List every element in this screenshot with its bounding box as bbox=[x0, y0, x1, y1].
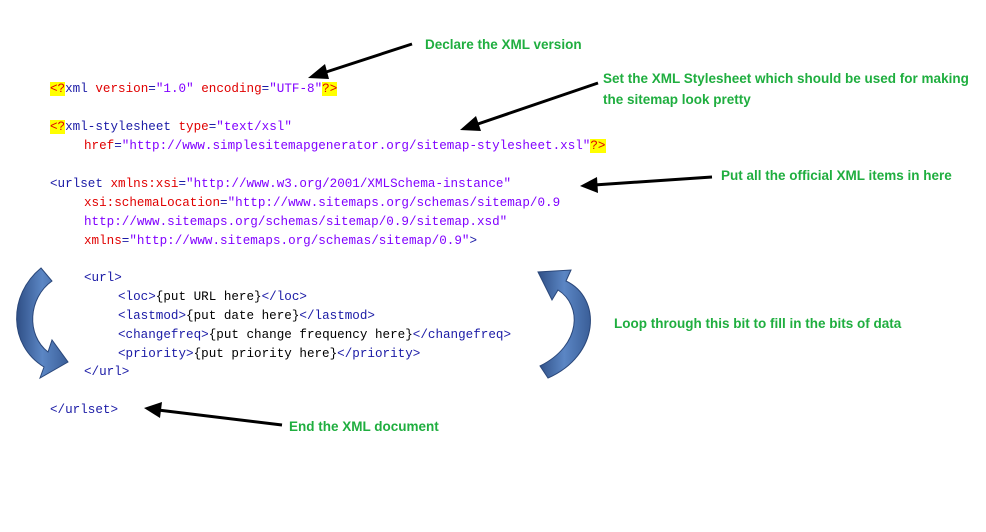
attr-schema-location: xsi:schemaLocation bbox=[84, 196, 221, 210]
loop-arrow-left bbox=[16, 267, 69, 380]
tag-priority-close: </priority> bbox=[337, 347, 421, 361]
value-xmlns: "http://www.sitemaps.org/schemas/sitemap… bbox=[129, 234, 470, 248]
code-line-schema-xsd: http://www.sitemaps.org/schemas/sitemap/… bbox=[84, 213, 507, 232]
placeholder-date: {put date here} bbox=[186, 309, 300, 323]
attr-href: href bbox=[84, 139, 115, 153]
pi-close: ?> bbox=[322, 82, 338, 96]
pi-open: <? bbox=[50, 120, 66, 134]
tag-loc-close: </loc> bbox=[261, 290, 307, 304]
code-line-xmlns: xmlns="http://www.sitemaps.org/schemas/s… bbox=[84, 232, 477, 251]
arrow-stylesheet bbox=[460, 81, 599, 131]
code-line-xml-declaration: <?xml version="1.0" encoding="UTF-8"?> bbox=[50, 80, 338, 99]
annotation-end: End the XML document bbox=[289, 419, 439, 434]
tag-changefreq-close: </changefreq> bbox=[412, 328, 512, 342]
equals: = bbox=[261, 82, 270, 96]
code-line-stylesheet-href: href="http://www.simplesitemapgenerator.… bbox=[84, 137, 606, 156]
code-line-stylesheet: <?xml-stylesheet type="text/xsl" bbox=[50, 118, 292, 137]
code-line-loc: <loc>{put URL here}</loc> bbox=[118, 288, 307, 307]
code-line-urlset-close: </urlset> bbox=[50, 401, 118, 420]
code-line-urlset-open: <urlset xmlns:xsi="http://www.w3.org/200… bbox=[50, 175, 511, 194]
equals: = bbox=[178, 177, 187, 191]
equals: = bbox=[208, 120, 217, 134]
code-line-url-close: </url> bbox=[84, 363, 129, 382]
placeholder-priority: {put priority here} bbox=[193, 347, 338, 361]
annotation-stylesheet-line1: Set the XML Stylesheet which should be u… bbox=[603, 71, 969, 86]
pi-name: xml bbox=[65, 82, 88, 96]
attr-encoding: encoding bbox=[193, 82, 262, 96]
annotation-loop: Loop through this bit to fill in the bit… bbox=[614, 316, 902, 331]
tag-url-open: <url> bbox=[84, 271, 122, 285]
value-schema-location: "http://www.sitemaps.org/schemas/sitemap… bbox=[227, 196, 561, 210]
equals: = bbox=[114, 139, 122, 153]
tag-lastmod-close: </lastmod> bbox=[299, 309, 375, 323]
pi-open: <? bbox=[50, 82, 66, 96]
placeholder-url: {put URL here} bbox=[155, 290, 262, 304]
annotation-stylesheet-line2: the sitemap look pretty bbox=[603, 92, 751, 107]
code-line-schema-location: xsi:schemaLocation="http://www.sitemaps.… bbox=[84, 194, 560, 213]
attr-version: version bbox=[87, 82, 149, 96]
code-line-priority: <priority>{put priority here}</priority> bbox=[118, 345, 420, 364]
attr-xmlns-xsi: xmlns:xsi bbox=[102, 177, 179, 191]
code-line-changefreq: <changefreq>{put change frequency here}<… bbox=[118, 326, 511, 345]
tag-lastmod-open: <lastmod> bbox=[118, 309, 187, 323]
attr-xmlns: xmlns bbox=[84, 234, 122, 248]
tag-priority-open: <priority> bbox=[118, 347, 194, 361]
tag-urlset-open: <urlset bbox=[50, 177, 103, 191]
attr-type: type bbox=[170, 120, 209, 134]
arrow-end bbox=[144, 402, 283, 427]
value-type: "text/xsl" bbox=[216, 120, 292, 134]
value-encoding: "UTF-8" bbox=[269, 82, 323, 96]
value-href: "http://www.simplesitemapgenerator.org/s… bbox=[121, 139, 591, 153]
tag-changefreq-open: <changefreq> bbox=[118, 328, 209, 342]
arrow-declare bbox=[308, 42, 413, 79]
equals: = bbox=[148, 82, 156, 96]
placeholder-changefreq: {put change frequency here} bbox=[208, 328, 413, 342]
loop-arrow-right bbox=[537, 269, 591, 379]
tag-urlset-close: </urlset> bbox=[50, 403, 119, 417]
equals: = bbox=[121, 234, 130, 248]
arrow-official bbox=[580, 175, 713, 193]
value-schema-xsd: http://www.sitemaps.org/schemas/sitemap/… bbox=[84, 215, 508, 229]
annotation-official: Put all the official XML items in here bbox=[721, 168, 952, 183]
pi-close: ?> bbox=[590, 139, 606, 153]
value-xmlns-xsi: "http://www.w3.org/2001/XMLSchema-instan… bbox=[186, 177, 512, 191]
pi-name: xml-stylesheet bbox=[65, 120, 171, 134]
equals: = bbox=[220, 196, 228, 210]
annotation-declare: Declare the XML version bbox=[425, 37, 582, 52]
tag-url-close: </url> bbox=[84, 365, 130, 379]
arrows-layer bbox=[16, 42, 713, 427]
code-line-lastmod: <lastmod>{put date here}</lastmod> bbox=[118, 307, 375, 326]
value-version: "1.0" bbox=[155, 82, 194, 96]
tag-loc-open: <loc> bbox=[118, 290, 156, 304]
code-line-url-open: <url> bbox=[84, 269, 122, 288]
tag-close-bracket: > bbox=[469, 234, 478, 248]
xml-code-block: <?xml version="1.0" encoding="UTF-8"?> <… bbox=[0, 0, 606, 532]
